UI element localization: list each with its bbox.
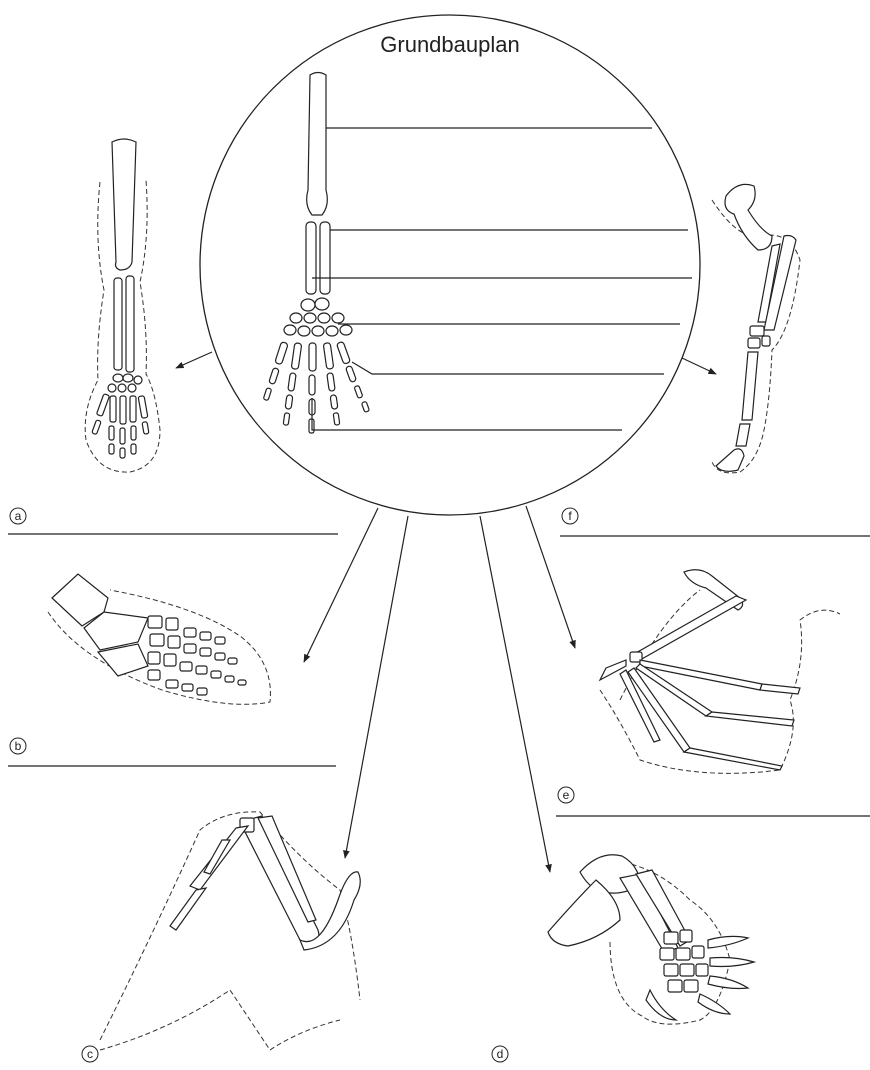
outer-answer-lines: [8, 534, 870, 816]
limb-e-bat-wing: [600, 570, 840, 774]
label-a-letter: a: [15, 509, 22, 523]
arrow-to-b: [304, 508, 378, 662]
arrow-to-e: [526, 506, 575, 648]
limb-a-human-arm: [85, 139, 160, 472]
label-d-letter: d: [497, 1047, 504, 1061]
label-b-letter: b: [15, 739, 22, 753]
arrow-to-a: [176, 352, 212, 368]
label-f-letter: f: [568, 509, 572, 523]
limb-d-digging-limb: [548, 855, 754, 1024]
limb-f-leg: [712, 184, 800, 473]
limb-c-bird-wing: [100, 812, 360, 1050]
limb-b-flipper: [48, 574, 270, 704]
label-a: a: [10, 508, 26, 524]
arrow-to-c: [345, 516, 408, 858]
diagram-title: Grundbauplan: [380, 32, 519, 57]
label-f: f: [562, 508, 578, 524]
arrow-to-f: [682, 358, 716, 374]
arrow-to-d: [480, 516, 550, 872]
grundbauplan-circle: [200, 15, 700, 515]
label-c-letter: c: [87, 1047, 93, 1061]
label-d: d: [492, 1046, 508, 1062]
label-e: e: [558, 787, 574, 803]
label-b: b: [10, 738, 26, 754]
label-e-letter: e: [563, 788, 570, 802]
label-c: c: [82, 1046, 98, 1062]
